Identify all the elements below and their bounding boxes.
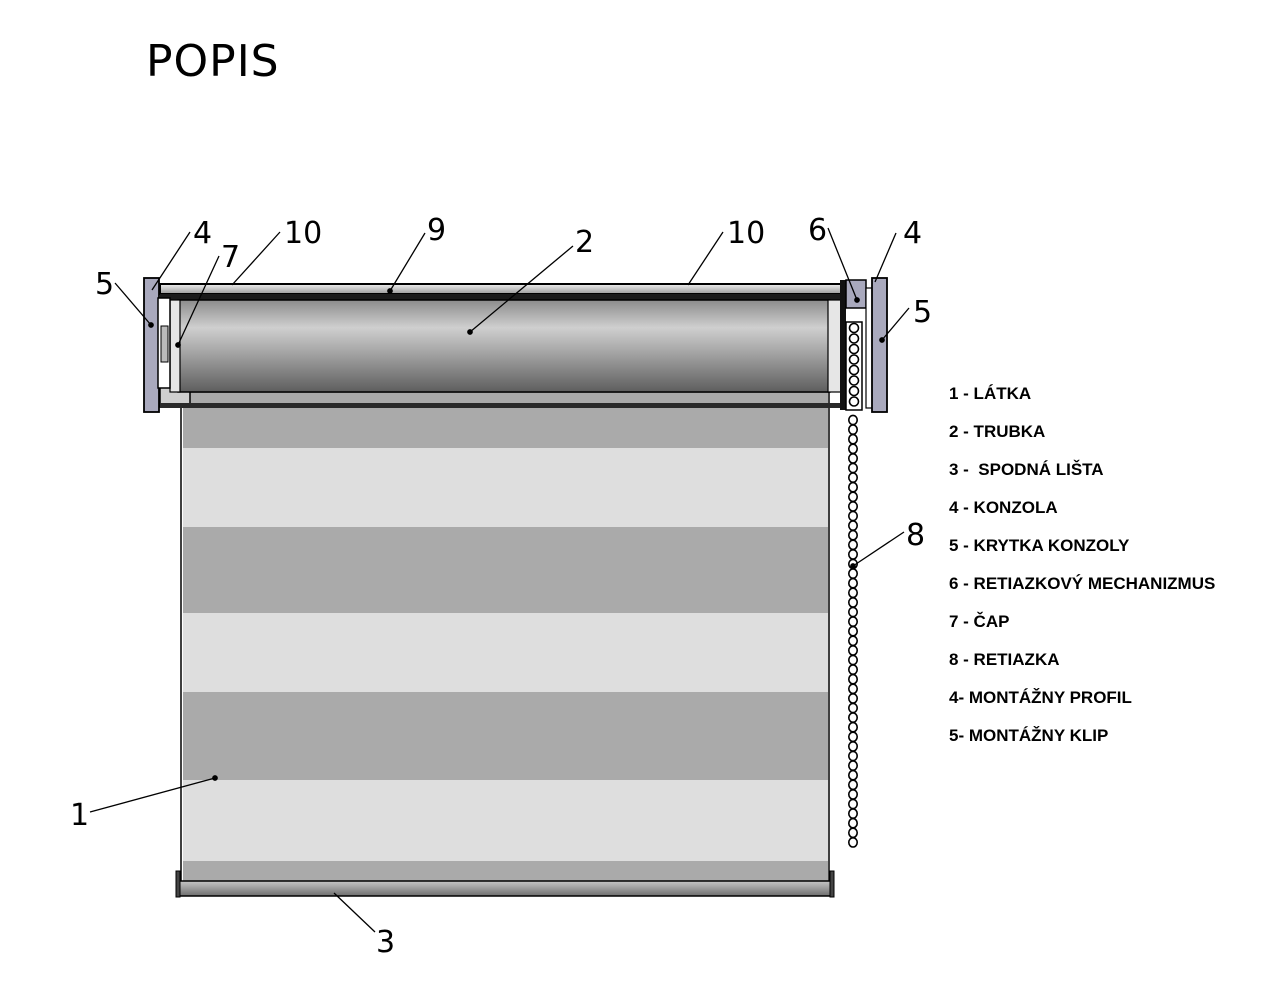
chain-bead xyxy=(848,354,860,365)
chain-bead xyxy=(847,635,858,647)
chain-bead xyxy=(847,741,858,752)
chain-bead xyxy=(847,520,858,531)
chain-bead xyxy=(847,597,858,608)
chain-bead xyxy=(847,510,858,522)
chain-bead xyxy=(847,625,858,637)
chain-bead xyxy=(848,322,860,334)
chain-bead xyxy=(848,375,860,386)
chain-bead xyxy=(847,750,858,762)
legend-item: 4- MONTÁŽNY PROFIL xyxy=(949,688,1132,707)
callout-2: 2 xyxy=(575,225,594,260)
callout-3: 3 xyxy=(376,925,395,960)
chain-bead xyxy=(847,683,858,695)
callout-6: 6 xyxy=(808,213,827,248)
fabric-stripe-light xyxy=(183,613,828,692)
fabric-stripe-dark xyxy=(183,527,828,613)
bottom-rail xyxy=(175,870,835,898)
chain-bead xyxy=(847,472,858,483)
chain-bead xyxy=(847,769,858,781)
chain-bead xyxy=(847,760,858,771)
chain-bead xyxy=(847,731,858,743)
legend-item: 5- MONTÁŽNY KLIP xyxy=(949,726,1109,745)
page-title: POPIS xyxy=(146,36,280,87)
chain-bead xyxy=(847,500,858,512)
chain-bead xyxy=(848,333,860,344)
chain-bead xyxy=(847,808,858,819)
fabric-stripe-light xyxy=(183,448,828,527)
chain-bead xyxy=(847,568,858,579)
chain-bead xyxy=(847,789,858,800)
chain-bead xyxy=(847,549,858,560)
chain-bead xyxy=(847,587,858,599)
chain-bead xyxy=(847,693,858,704)
chain-bead xyxy=(847,712,858,723)
chain-bead xyxy=(847,654,858,666)
legend-item: 2 - TRUBKA xyxy=(949,422,1046,441)
chain-bead xyxy=(847,433,858,445)
callout-4-right: 4 xyxy=(903,216,922,251)
legend-item: 6 - RETIAZKOVÝ MECHANIZMUS xyxy=(949,574,1216,593)
chain-bead xyxy=(847,414,858,426)
chain-bead xyxy=(847,577,858,589)
chain-bead xyxy=(847,424,858,435)
chain-bead xyxy=(847,645,858,656)
callout-9: 9 xyxy=(427,213,446,248)
chain-bead xyxy=(847,616,858,627)
callout-10-right: 10 xyxy=(727,216,765,251)
callout-4-left: 4 xyxy=(193,216,212,251)
callout-1: 1 xyxy=(70,798,89,833)
chain-bead xyxy=(847,529,858,541)
legend-item: 3 - SPODNÁ LIŠTA xyxy=(949,460,1104,479)
callouts: 1 2 3 4 4 5 5 6 7 8 9 10 10 xyxy=(70,213,932,960)
chain-bead xyxy=(847,779,858,791)
chain-bead xyxy=(847,452,858,464)
chain-bead xyxy=(848,343,860,355)
legend: 1 - LÁTKA 2 - TRUBKA 3 - SPODNÁ LIŠTA 4 … xyxy=(949,382,1215,762)
callout-5-right: 5 xyxy=(913,295,932,330)
fabric-stripe-dark xyxy=(183,692,828,780)
callout-8: 8 xyxy=(906,518,925,553)
legend-item: 1 - LÁTKA xyxy=(949,384,1032,403)
chain-bead xyxy=(847,664,858,675)
legend-item: 7 - ČAP xyxy=(949,612,1010,631)
left-bracket xyxy=(143,277,171,413)
chain-bead xyxy=(847,539,858,551)
roller-tube xyxy=(169,299,843,393)
chain-bead xyxy=(847,817,858,829)
chain-bead xyxy=(847,462,858,474)
chain-bead xyxy=(847,721,858,733)
fabric-stripe-light xyxy=(183,780,828,861)
chain-bead xyxy=(847,837,858,848)
legend-item: 8 - RETIAZKA xyxy=(949,650,1060,669)
right-bracket xyxy=(865,277,888,413)
chain-bead xyxy=(847,702,858,714)
callout-5-left: 5 xyxy=(95,267,114,302)
fabric-stripe-dark xyxy=(183,861,828,881)
chain-bead xyxy=(848,396,860,407)
chain-bead xyxy=(847,798,858,810)
fabric-stripe-dark xyxy=(183,393,828,448)
callout-7: 7 xyxy=(221,240,240,275)
fabric xyxy=(180,391,830,883)
chain xyxy=(847,322,860,848)
chain-bead xyxy=(848,385,860,397)
callout-10-left: 10 xyxy=(284,216,322,251)
legend-item: 5 - KRYTKA KONZOLY xyxy=(949,536,1130,555)
chain-bead xyxy=(847,491,858,503)
chain-bead xyxy=(847,481,858,493)
chain-bead xyxy=(847,673,858,685)
chain-bead xyxy=(847,827,858,839)
chain-bead xyxy=(847,606,858,618)
legend-item: 4 - KONZOLA xyxy=(949,498,1058,517)
leader-lines xyxy=(89,227,910,933)
chain-bead xyxy=(847,443,858,455)
chain-bead xyxy=(848,364,860,376)
